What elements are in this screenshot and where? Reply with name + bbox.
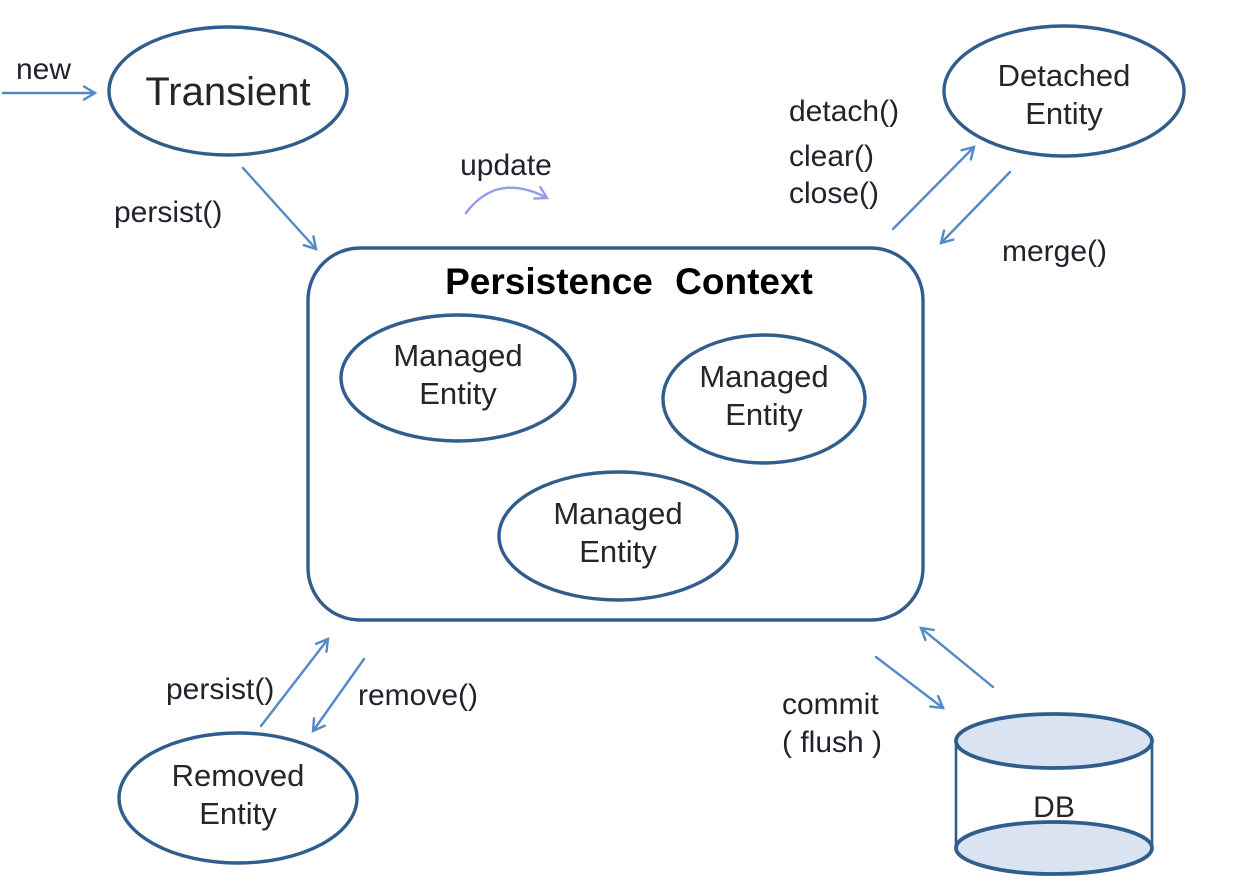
merge-arrow [939, 170, 1012, 245]
commit-label-line2: ( flush ) [782, 726, 882, 759]
persist-arrow-removed-to-context [259, 637, 330, 728]
db-cylinder: DB [954, 712, 1154, 876]
managed-entity-node-2: Managed Entity [661, 333, 867, 465]
transient-label: Transient [145, 70, 310, 114]
db-cylinder-bottom [954, 820, 1154, 876]
commit-label-line1: commit [782, 688, 879, 721]
removed-entity-node: Removed Entity [117, 731, 359, 865]
persist-bottom-label: persist() [166, 673, 274, 706]
managed-entity-ellipse [661, 333, 867, 465]
persist-top-label: persist() [114, 196, 222, 229]
remove-arrow [311, 657, 366, 733]
managed-entity-label-line2: Entity [419, 376, 497, 411]
remove-label: remove() [358, 679, 478, 712]
managed-entity-label-line1: Managed [553, 496, 682, 531]
detached-entity-label-line1: Detached [998, 58, 1131, 93]
commit-flush-arrow [874, 655, 945, 710]
update-arrow [464, 185, 550, 215]
clear-label: clear() [789, 140, 874, 173]
detached-entity-label-line2: Entity [1025, 96, 1103, 131]
removed-entity-label-line1: Removed [172, 758, 305, 793]
merge-label: merge() [1002, 235, 1107, 268]
update-label: update [460, 149, 552, 182]
new-label: new [16, 53, 71, 86]
removed-entity-ellipse [117, 731, 359, 865]
managed-entity-label-line1: Managed [699, 359, 828, 394]
managed-entity-node-1: Managed Entity [339, 313, 577, 443]
transient-ellipse [107, 25, 349, 157]
managed-entity-ellipse [497, 470, 739, 602]
detach-label: detach() [789, 95, 899, 128]
managed-entity-label-line2: Entity [579, 534, 657, 569]
persistence-context-title: Persistence Context [445, 261, 813, 302]
persist-arrow-transient-to-context [241, 166, 318, 251]
close-label: close() [789, 177, 879, 210]
managed-entity-ellipse [339, 313, 577, 443]
removed-entity-label-line2: Entity [199, 796, 277, 831]
db-to-context-arrow [919, 626, 995, 689]
db-cylinder-top [954, 712, 1154, 770]
detached-entity-node: Detached Entity [942, 24, 1186, 158]
detached-entity-ellipse [942, 24, 1186, 158]
detach-arrow [891, 145, 976, 231]
managed-entity-label-line2: Entity [725, 397, 803, 432]
managed-entity-label-line1: Managed [393, 338, 522, 373]
db-label: DB [1033, 791, 1075, 824]
managed-entity-node-3: Managed Entity [497, 470, 739, 602]
